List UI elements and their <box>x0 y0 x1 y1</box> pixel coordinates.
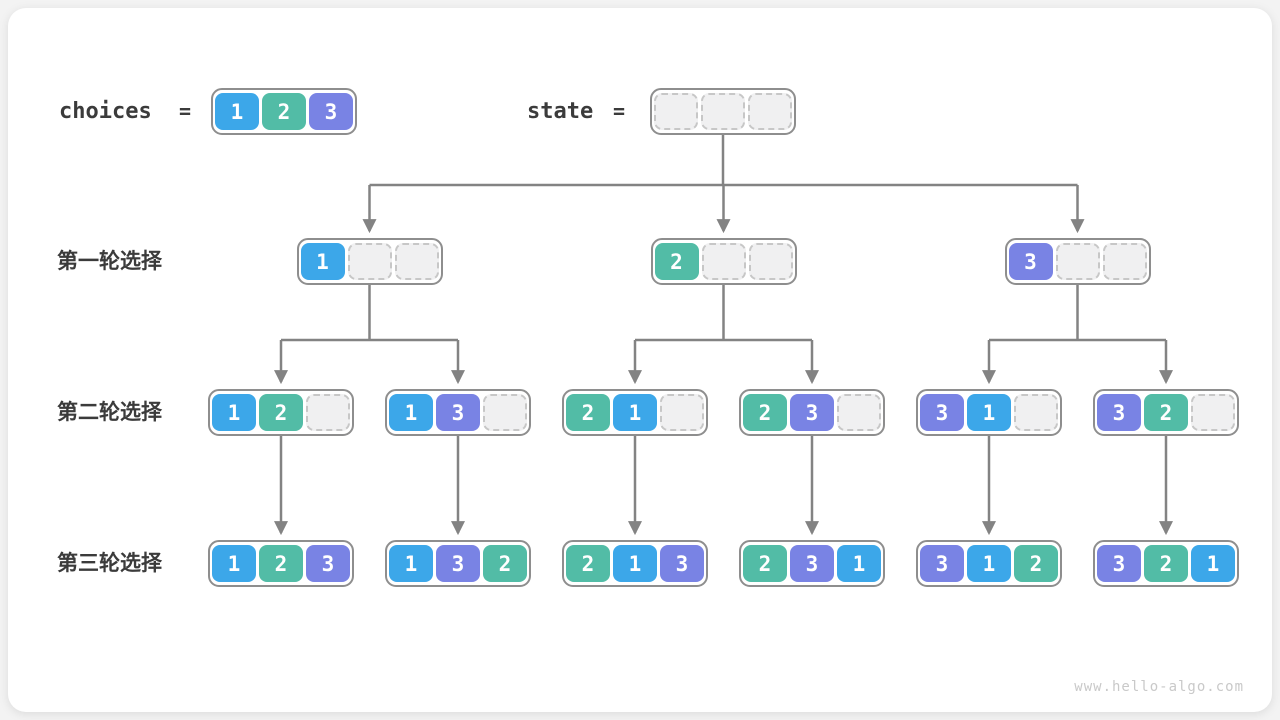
value-cell: 1 <box>613 394 657 431</box>
empty-cell <box>1102 243 1147 280</box>
value-cell: 2 <box>1144 545 1188 582</box>
empty-cell <box>347 243 392 280</box>
empty-cell <box>701 93 745 130</box>
value-cell: 2 <box>566 394 610 431</box>
value-cell: 3 <box>660 545 704 582</box>
value-cell: 2 <box>743 394 787 431</box>
value-cell: 1 <box>389 394 433 431</box>
value-cell: 2 <box>1144 394 1188 431</box>
empty-cell <box>1055 243 1100 280</box>
value-cell: 2 <box>262 93 306 130</box>
value-cell: 1 <box>389 545 433 582</box>
value-cell: 2 <box>566 545 610 582</box>
empty-cell <box>654 93 698 130</box>
value-cell: 1 <box>1191 545 1235 582</box>
value-cell: 1 <box>967 394 1011 431</box>
empty-cell <box>748 243 793 280</box>
value-cell: 1 <box>613 545 657 582</box>
value-cell: 2 <box>259 394 303 431</box>
value-cell: 3 <box>920 394 964 431</box>
empty-cell <box>748 93 792 130</box>
value-cell: 1 <box>967 545 1011 582</box>
value-cell: 1 <box>215 93 259 130</box>
value-cell: 3 <box>306 545 350 582</box>
value-cell: 3 <box>309 93 353 130</box>
round-3-label: 第三轮选择 <box>57 551 162 575</box>
empty-cell <box>701 243 746 280</box>
equals-sign: = <box>613 99 626 123</box>
watermark: www.hello-algo.com <box>1074 679 1244 695</box>
value-cell: 2 <box>259 545 303 582</box>
value-cell: 2 <box>743 545 787 582</box>
round-1-label: 第一轮选择 <box>57 249 162 273</box>
value-cell: 3 <box>1008 243 1053 280</box>
value-cell: 3 <box>1097 394 1141 431</box>
state-label: state <box>527 99 594 124</box>
value-cell: 3 <box>436 394 480 431</box>
value-cell: 2 <box>654 243 699 280</box>
empty-cell <box>1191 394 1235 431</box>
empty-cell <box>483 394 527 431</box>
empty-cell <box>837 394 881 431</box>
value-cell: 1 <box>212 545 256 582</box>
choices-label: choices <box>59 99 152 124</box>
round-1-node: 3 <box>1004 238 1151 285</box>
value-cell: 1 <box>212 394 256 431</box>
empty-cell <box>394 243 439 280</box>
equals-sign: = <box>179 99 192 123</box>
value-cell: 3 <box>436 545 480 582</box>
value-cell: 2 <box>1014 545 1058 582</box>
empty-cell <box>306 394 350 431</box>
state-array-node <box>650 88 796 135</box>
value-cell: 1 <box>300 243 345 280</box>
value-cell: 2 <box>483 545 527 582</box>
empty-cell <box>660 394 704 431</box>
round-1-node: 1 <box>296 238 443 285</box>
round-1-node: 2 <box>650 238 797 285</box>
value-cell: 1 <box>837 545 881 582</box>
empty-cell <box>1014 394 1058 431</box>
round-2-label: 第二轮选择 <box>57 400 162 424</box>
value-cell: 3 <box>1097 545 1141 582</box>
value-cell: 3 <box>920 545 964 582</box>
value-cell: 3 <box>790 394 834 431</box>
value-cell: 3 <box>790 545 834 582</box>
